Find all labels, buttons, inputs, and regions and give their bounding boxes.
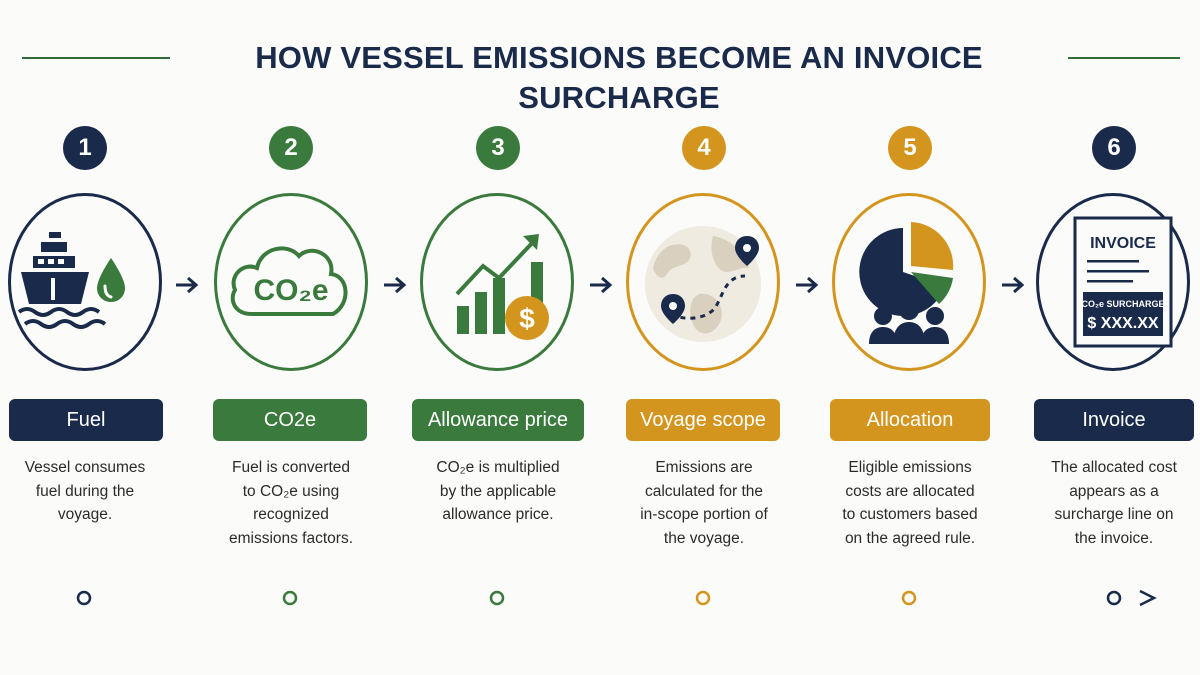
pie-chart-customers-icon [859,222,954,344]
desc-line: voyage. [57,506,113,523]
step-icon-ring [626,193,780,371]
desc-line: Eligible emissions [848,459,972,476]
desc-line: recognized [253,506,329,523]
title-rule-right [1068,57,1180,59]
step-label: Allocation [830,399,990,441]
step-number-badge: 2 [269,126,313,170]
svg-text:$: $ [519,303,535,334]
timeline-node [695,590,711,606]
desc-line: the voyage. [663,529,745,547]
arrow-right-icon [796,276,819,294]
timeline-node [282,590,298,606]
desc-line: The allocated cost [1051,459,1177,476]
desc-line: in-scope portion of [640,506,768,523]
progress-timeline [76,589,1157,607]
desc-line: allowance price. [442,506,554,523]
desc-line: to customers based [842,506,978,523]
step-description: CO₂e is multiplied by the applicable all… [398,456,598,527]
step-number-badge: 4 [682,126,726,170]
co2e-cloud-text: CO₂e [253,274,328,307]
arrow-right-icon [384,276,407,294]
ship-fuel-drop-icon [17,232,125,329]
desc-line: costs are allocated [845,482,975,500]
price-growth-chart-icon: $ [455,234,549,340]
page-title: HOW VESSEL EMISSIONS BECOME AN INVOICE S… [255,40,983,115]
step-label: CO2e [213,399,367,441]
desc-line: CO₂e is multiplied [436,459,560,476]
timeline-node [901,590,917,606]
step-label: Invoice [1034,399,1194,441]
step-icon-ring: CO₂e [214,193,368,371]
step-description: Fuel is converted to CO₂e using recogniz… [191,456,391,550]
invoice-heading: INVOICE [1090,235,1156,252]
arrow-right-icon [176,276,199,294]
step-number-badge: 5 [888,126,932,170]
desc-line: appears as a [1069,482,1159,500]
desc-line: Vessel consumes [24,459,146,476]
step-icon-ring: $ [420,193,574,371]
globe-route-icon [645,226,761,342]
invoice-surcharge-label: CO₂e SURCHARGE [1081,299,1164,309]
desc-line: surcharge line on [1054,506,1174,523]
desc-line: the invoice. [1074,529,1154,547]
desc-line: calculated for the [644,482,764,500]
title-rule-left [22,57,170,59]
step-description: Emissions are calculated for the in-scop… [604,456,804,550]
step-description: Eligible emissions costs are allocated t… [810,456,1010,550]
desc-line: fuel during the [35,482,135,500]
title-row: HOW VESSEL EMISSIONS BECOME AN INVOICE S… [0,38,1200,115]
timeline-node [76,590,92,606]
step-number-badge: 6 [1092,126,1136,170]
timeline-arrowhead-icon [1139,589,1157,607]
timeline-node [489,590,505,606]
step-number-badge: 1 [63,126,107,170]
co2e-cloud-icon: CO₂e [230,246,348,316]
step-description: The allocated cost appears as a surcharg… [1014,456,1200,550]
step-number-badge: 3 [476,126,520,170]
step-arrows [176,276,1025,294]
invoice-document-icon: INVOICE CO₂e SURCHARGE $ XXX.XX [1073,216,1173,348]
step-label: Fuel [9,399,163,441]
desc-line: to CO₂e using [242,482,340,500]
desc-line: on the agreed rule. [844,529,976,547]
desc-line: emissions factors. [228,529,354,547]
step-icon-ring [832,193,986,371]
invoice-amount: $ XXX.XX [1087,315,1158,332]
desc-line: by the applicable [439,482,557,500]
step-icon-ring [8,193,162,371]
step-description: Vessel consumes fuel during the voyage. [0,456,185,527]
arrow-right-icon [1002,276,1025,294]
desc-line: Emissions are [655,459,753,476]
timeline-node [1106,590,1122,606]
step-icon-ring: INVOICE CO₂e SURCHARGE $ XXX.XX [1036,193,1190,371]
desc-line: Fuel is converted [231,459,351,476]
step-label: Allowance price [412,399,584,441]
arrow-right-icon [590,276,613,294]
step-label: Voyage scope [626,399,780,441]
